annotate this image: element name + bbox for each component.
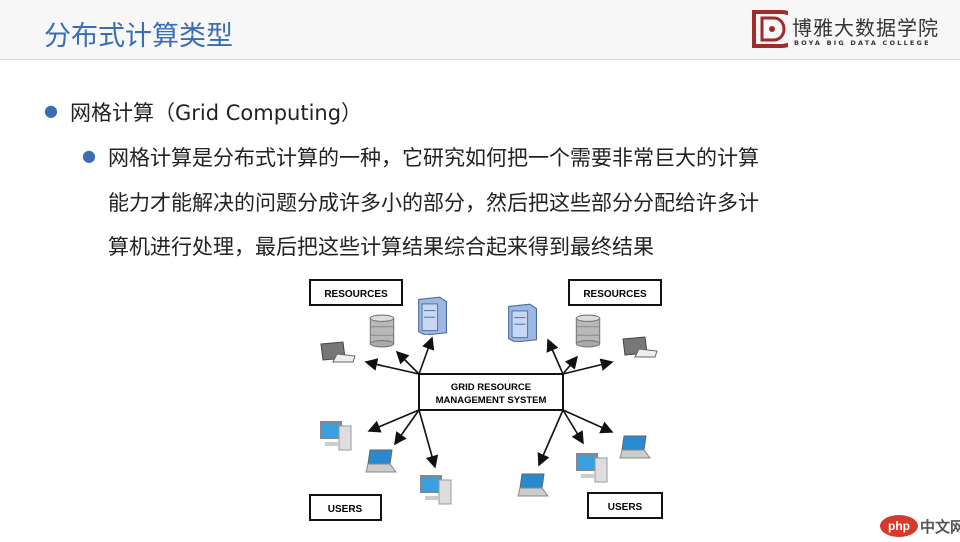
server-icon (508, 303, 538, 342)
database-icon (575, 314, 601, 348)
connection-arrows (364, 336, 614, 469)
database-icon (369, 314, 395, 348)
bullet-grid-computing: 网格计算（Grid Computing） (70, 101, 363, 125)
svg-text:MANAGEMENT SYSTEM: MANAGEMENT SYSTEM (436, 395, 547, 406)
users-box-left: USERS (309, 494, 382, 521)
svg-text:RESOURCES: RESOURCES (324, 289, 388, 300)
printer-icon (622, 336, 658, 358)
bullet-line: 网格计算是分布式计算的一种，它研究如何把一个需要非常巨大的计算 (108, 146, 759, 170)
svg-text:RESOURCES: RESOURCES (583, 289, 647, 300)
desktop-computer-icon (575, 452, 609, 484)
svg-text:USERS: USERS (608, 502, 643, 513)
college-logo: 博雅大数据学院 BOYA BIG DATA COLLEGE (752, 10, 938, 50)
resources-box-right: RESOURCES (568, 279, 662, 306)
bullet-dot: ● (82, 146, 96, 165)
svg-text:中文网: 中文网 (920, 518, 960, 536)
printer-icon (320, 341, 356, 363)
bullet-dot: ● (44, 101, 58, 120)
laptop-icon (517, 473, 549, 497)
watermark-logo: php 中文网 (880, 515, 960, 537)
svg-text:php: php (888, 519, 910, 533)
laptop-icon (365, 449, 397, 473)
slide-header: 分布式计算类型 博雅大数据学院 BOYA BIG DATA COLLEGE (0, 0, 960, 60)
bullet-line: 算机进行处理，最后把这些计算结果综合起来得到最终结果 (108, 235, 654, 259)
desktop-computer-icon (319, 420, 353, 452)
svg-text:GRID RESOURCE: GRID RESOURCE (451, 382, 531, 393)
laptop-icon (619, 435, 651, 459)
desktop-computer-icon (419, 474, 453, 506)
bullet-line: 能力才能解决的问题分成许多小的部分，然后把这些部分分配给许多计 (108, 191, 759, 215)
logo-name-en: BOYA BIG DATA COLLEGE (794, 39, 931, 47)
server-icon (418, 296, 448, 335)
svg-text:USERS: USERS (328, 504, 363, 515)
resources-box-left: RESOURCES (309, 279, 403, 306)
grid-resource-management-box: GRID RESOURCE MANAGEMENT SYSTEM (418, 373, 564, 411)
logo-name-cn: 博雅大数据学院 (792, 16, 939, 40)
page-title: 分布式计算类型 (44, 21, 233, 52)
php-watermark: php 中文网 (880, 514, 960, 538)
users-box-right: USERS (587, 492, 663, 519)
